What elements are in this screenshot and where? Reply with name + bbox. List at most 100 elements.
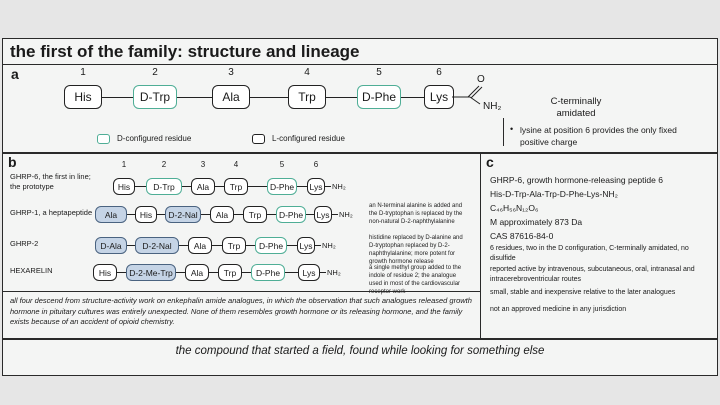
peptide-bond [201,214,210,215]
divider-title [2,64,718,65]
residue-box: Ala [210,206,234,223]
analogue-name: GHRP-6, the first in line; the prototype [10,172,91,191]
residue-box: Ala [212,85,250,109]
peptide-bond [212,245,222,246]
residue-number: 6 [436,67,442,78]
peptide-bond [401,97,424,98]
c-terminal-nh2: NH₂ [339,210,353,219]
charge-bracket [503,118,504,146]
residue-number: 1 [80,67,86,78]
residue-box: Lys [307,178,325,195]
position-number: 3 [200,160,206,169]
compound-status: not an approved medicine in any jurisdic… [490,306,627,313]
residue-box: D-Phe [276,206,306,223]
residue-box: Ala [95,206,127,223]
peptide-bond [135,186,146,187]
legend-d-swatch [97,134,110,144]
amide-bonds [452,85,483,105]
analogue-note: histidine replaced by D-alanine and D-tr… [369,235,463,265]
peptide-bond [242,272,251,273]
charge-note: lysine at position 6 provides the only f… [520,125,677,147]
position-number: 6 [313,160,319,169]
residue-box: His [93,264,117,281]
peptide-bond [248,186,267,187]
peptide-bond [117,272,126,273]
legend-l-label: L-configured residue [272,134,345,143]
carbonyl-oxygen: O [477,74,485,85]
residue-box: D-2-Nal [165,206,201,223]
analogue-note: a single methyl group added to the indol… [369,265,462,295]
peptide-bond [306,214,314,215]
residue-box: Ala [191,178,215,195]
compound-composition: 6 residues, two in the D configuration, … [490,245,689,262]
residue-number: 4 [304,67,310,78]
amide-bond [325,186,331,187]
position-number: 2 [161,160,167,169]
panel-b-label: b [8,154,17,170]
residue-box: Ala [185,264,209,281]
position-number: 5 [279,160,285,169]
panel-a-label: a [11,66,19,82]
position-number: 1 [121,160,127,169]
divider-b-footnote [2,291,480,292]
residue-box: D-2-Nal [135,237,179,254]
residue-number: 3 [228,67,234,78]
c-terminal-nh2: NH₂ [483,101,502,112]
peptide-bond [246,245,255,246]
analogue-note: an N-terminal alanine is added and the D… [369,203,463,225]
residue-box: Trp [224,178,248,195]
c-terminal-nh2: NH₂ [332,182,346,191]
residue-box: Trp [243,206,267,223]
peptide-bond [326,97,357,98]
analogue-name: GHRP-2 [10,239,39,248]
compound-sequence: His-D-Trp-Ala-Trp-D-Phe-Lys-NH₂ [490,189,618,199]
compound-formula: C₄₆H₅₆N₁₂O₆ [490,203,539,213]
divider-bc [480,152,481,339]
figure-title: the first of the family: structure and l… [10,42,360,61]
compound-stability: small, stable and inexpensive relative t… [490,289,676,296]
peptide-bond [179,245,188,246]
figure-caption: the compound that started a field, found… [175,345,545,357]
residue-box: Ala [188,237,212,254]
residue-box: His [135,206,157,223]
peptide-bond [157,214,165,215]
compound-mass: M approximately 873 Da [490,217,583,227]
divider-a [2,152,718,154]
residue-box: D-Phe [251,264,285,281]
peptide-bond [182,186,191,187]
position-number: 4 [233,160,239,169]
residue-box: D-Trp [146,178,182,195]
peptide-bond [287,245,297,246]
analogue-name: GHRP-1, a heptapeptide [10,208,93,217]
peptide-bond [177,97,212,98]
residue-box: D-2-Me-Trp [126,264,176,281]
divider-caption [2,338,718,340]
peptide-bond [102,97,133,98]
peptide-bond [297,186,307,187]
residue-box: Lys [424,85,454,109]
peptide-bond [267,214,276,215]
residue-box: D-Phe [255,237,287,254]
peptide-bond [127,245,135,246]
legend-d-label: D-configured residue [117,134,192,143]
compound-cas: CAS 87616-84-0 [490,231,554,241]
analogue-name: HEXARELIN [10,266,53,275]
amidated-note: C-terminally amidated [550,96,602,119]
peptide-bond [215,186,224,187]
residue-box: D-Phe [357,85,401,109]
peptide-bond [234,214,243,215]
residue-box: D-Phe [267,178,297,195]
c-terminal-nh2: NH₂ [322,241,336,250]
residue-box: Lys [297,237,315,254]
legend-l-swatch [252,134,265,144]
compound-name: GHRP-6, growth hormone-releasing peptide… [490,175,663,185]
residue-box: His [113,178,135,195]
residue-box: Trp [222,237,246,254]
residue-box: Lys [298,264,320,281]
residue-box: Trp [218,264,242,281]
residue-box: Lys [314,206,332,223]
peptide-bond [127,214,135,215]
residue-box: Trp [288,85,326,109]
residue-box: D-Trp [133,85,177,109]
peptide-bond [209,272,218,273]
